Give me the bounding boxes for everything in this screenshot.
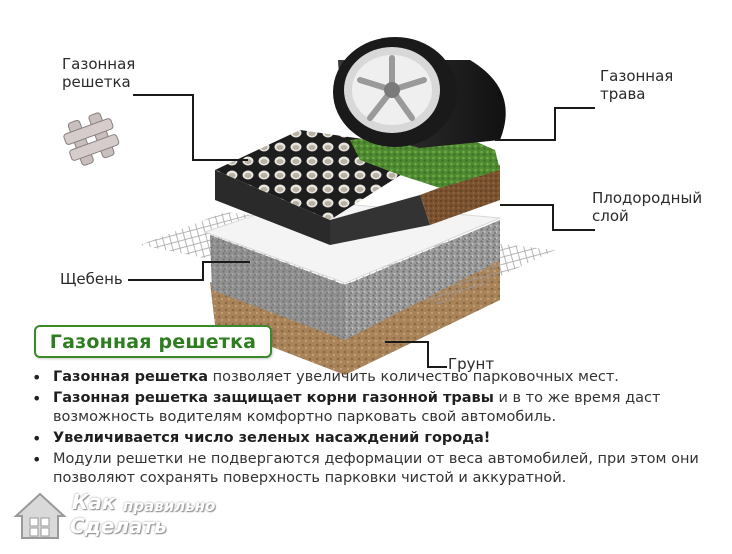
house-logo-icon bbox=[13, 492, 67, 539]
label-lawn-grass-line1: Газонная bbox=[600, 67, 674, 85]
logo-word-3: Сделать bbox=[70, 514, 167, 538]
label-lawn-grid-line2: решетка bbox=[62, 73, 131, 91]
label-lawn-grid-line1: Газонная bbox=[62, 55, 136, 73]
list-item: Увеличивается число зеленых насаждений г… bbox=[28, 429, 718, 448]
gravel-layer bbox=[210, 220, 500, 340]
leader-lines bbox=[128, 94, 595, 368]
grid-module-icon bbox=[63, 112, 120, 166]
fertile-soil-layer bbox=[420, 165, 500, 225]
section-title-badge: Газонная решетка bbox=[34, 325, 272, 358]
label-fertile-layer: Плодородный слой bbox=[592, 189, 712, 225]
label-fertile-layer-line2: слой bbox=[592, 207, 629, 225]
label-lawn-grass-line2: трава bbox=[600, 85, 646, 103]
label-gravel: Щебень bbox=[60, 270, 123, 288]
label-lawn-grid: Газонная решетка bbox=[62, 55, 152, 91]
car-wheel-icon bbox=[333, 37, 506, 148]
logo-word-2: правильно bbox=[123, 497, 216, 515]
label-fertile-layer-line1: Плодородный bbox=[592, 189, 703, 207]
list-item: Газонная решетка защищает корни газонной… bbox=[28, 389, 718, 427]
label-lawn-grass: Газонная трава bbox=[600, 67, 690, 103]
logo-word-1: Как bbox=[72, 490, 116, 514]
ground-layer bbox=[210, 255, 500, 375]
list-item: Модули решетки не подвергаются деформаци… bbox=[28, 450, 718, 488]
grid-side-left bbox=[215, 170, 330, 245]
site-logo: Как правильно Сделать bbox=[10, 488, 230, 544]
section-title: Газонная решетка bbox=[49, 330, 257, 353]
list-item: Газонная решетка позволяет увеличить кол… bbox=[28, 368, 718, 387]
benefits-list: Газонная решетка позволяет увеличить кол… bbox=[28, 368, 718, 490]
